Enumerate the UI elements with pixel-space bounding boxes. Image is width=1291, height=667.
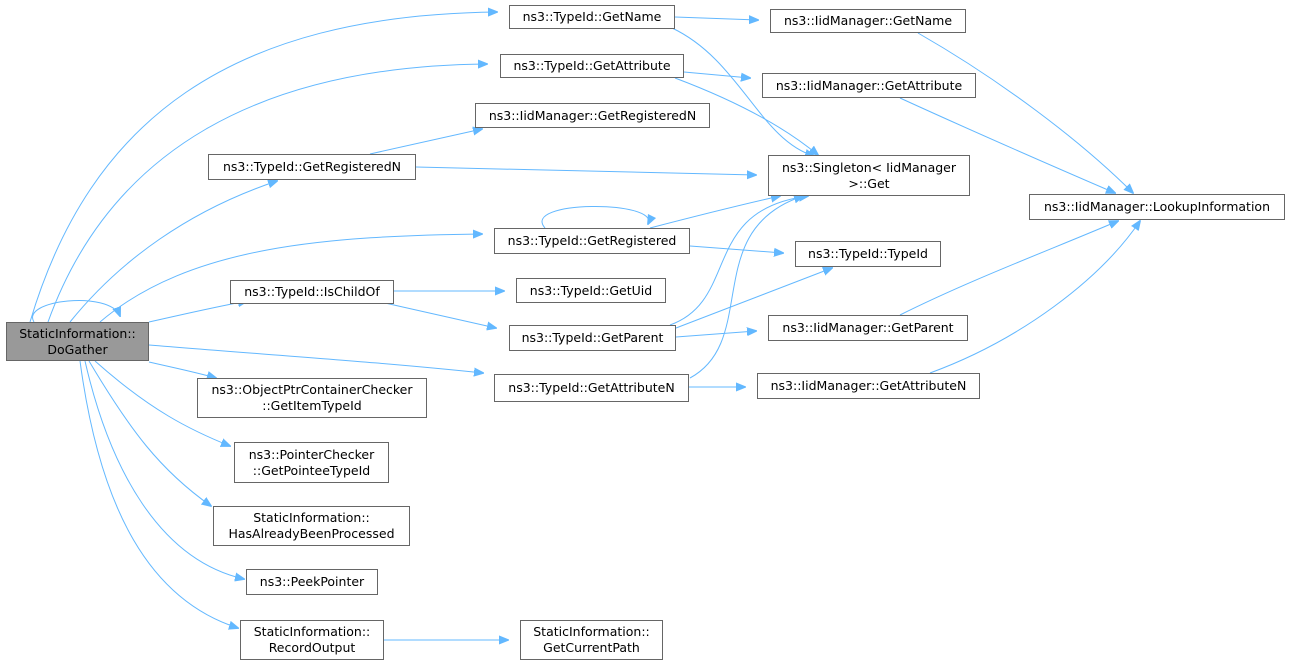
node-typeid-ischildof[interactable]: ns3::TypeId::IsChildOf xyxy=(230,280,394,304)
edge-root-to-tid-getattribute xyxy=(47,64,487,323)
edge-tid-getregistered-to-tid-typeid xyxy=(689,245,783,253)
node-iidmanager-getname[interactable]: ns3::IidManager::GetName xyxy=(770,9,966,33)
node-singleton-iidmanager-get[interactable]: ns3::Singleton< IidManager>::Get xyxy=(768,155,970,196)
edge-tid-getregisteredn-to-singleton xyxy=(415,166,756,175)
node-iidmanager-getattribute[interactable]: ns3::IidManager::GetAttribute xyxy=(762,73,976,98)
node-staticinformation-recordoutput[interactable]: StaticInformation::RecordOutput xyxy=(240,620,384,660)
node-typeid-getname[interactable]: ns3::TypeId::GetName xyxy=(509,5,675,29)
edge-tid-ischildof-to-tid-getparent xyxy=(384,302,496,328)
edge-iid-getparent-to-lookup xyxy=(899,221,1118,316)
node-pointerchecker-getpointeetypeid[interactable]: ns3::PointerChecker::GetPointeeTypeId xyxy=(234,442,389,483)
edge-root-to-peekpointer xyxy=(84,360,244,579)
edge-root-to-tid-getname xyxy=(29,12,497,323)
edge-root-to-tid-getregisteredn xyxy=(69,181,277,323)
edge-tid-getregisteredn-to-iid-getregisteredn xyxy=(369,129,482,155)
edge-tid-getattribute-to-singleton xyxy=(674,77,818,155)
edge-root-to-tid-ischildof xyxy=(148,301,247,323)
node-typeid-getparent[interactable]: ns3::TypeId::GetParent xyxy=(509,325,676,351)
edge-root-to-pc xyxy=(94,360,230,446)
node-iidmanager-lookupinformation[interactable]: ns3::IidManager::LookupInformation xyxy=(1029,194,1285,220)
node-staticinformation-dogather: StaticInformation::DoGather xyxy=(6,322,149,361)
node-iidmanager-getregisteredn[interactable]: ns3::IidManager::GetRegisteredN xyxy=(475,103,710,128)
node-peekpointer[interactable]: ns3::PeekPointer xyxy=(246,569,378,595)
node-staticinformation-hasalreadybeenprocessed[interactable]: StaticInformation::HasAlreadyBeenProcess… xyxy=(213,506,410,546)
edge-root-to-si-hasalready xyxy=(88,360,211,506)
edge-iid-getattributen-to-lookup xyxy=(929,221,1140,374)
edge-tid-getregistered-to-singleton xyxy=(649,196,780,229)
node-typeid-getuid[interactable]: ns3::TypeId::GetUid xyxy=(516,278,666,303)
edge-tid-getparent-to-singleton xyxy=(669,196,808,326)
edge-root-to-tid-getregistered xyxy=(99,234,482,323)
edge-iid-getattribute-to-lookup xyxy=(899,97,1115,193)
edge-tid-getparent-to-tid-typeid xyxy=(675,268,832,329)
node-typeid-getregisteredn[interactable]: ns3::TypeId::GetRegisteredN xyxy=(208,154,416,180)
edge-tid-getname-to-iid-getname xyxy=(674,17,758,20)
edge-tid-getregistered-selfloop xyxy=(541,205,649,229)
edge-tid-getname-to-singleton xyxy=(671,27,814,156)
node-typeid-getregistered[interactable]: ns3::TypeId::GetRegistered xyxy=(494,228,690,254)
node-iidmanager-getparent[interactable]: ns3::IidManager::GetParent xyxy=(768,315,968,341)
node-typeid-typeid[interactable]: ns3::TypeId::TypeId xyxy=(795,241,941,267)
node-typeid-getattribute[interactable]: ns3::TypeId::GetAttribute xyxy=(500,54,684,78)
edge-iid-getname-to-lookup xyxy=(917,32,1133,193)
node-staticinformation-getcurrentpath[interactable]: StaticInformation::GetCurrentPath xyxy=(520,620,663,660)
edge-tid-getattributen-to-singleton xyxy=(689,196,803,379)
node-objectptrcontainerchecker-getitemtypeid[interactable]: ns3::ObjectPtrContainerChecker::GetItemT… xyxy=(197,378,427,418)
edge-tid-getparent-to-iid-getparent xyxy=(675,331,756,338)
edge-tid-getattribute-to-iid-getattribute xyxy=(683,71,750,78)
edge-root-to-opcc xyxy=(148,361,216,378)
edge-root-selfloop xyxy=(32,300,120,323)
node-iidmanager-getattributen[interactable]: ns3::IidManager::GetAttributeN xyxy=(757,373,980,399)
edge-root-to-tid-getattributen xyxy=(148,344,483,373)
edge-root-to-si-recordoutput xyxy=(79,360,238,628)
node-typeid-getattributen[interactable]: ns3::TypeId::GetAttributeN xyxy=(494,374,689,402)
